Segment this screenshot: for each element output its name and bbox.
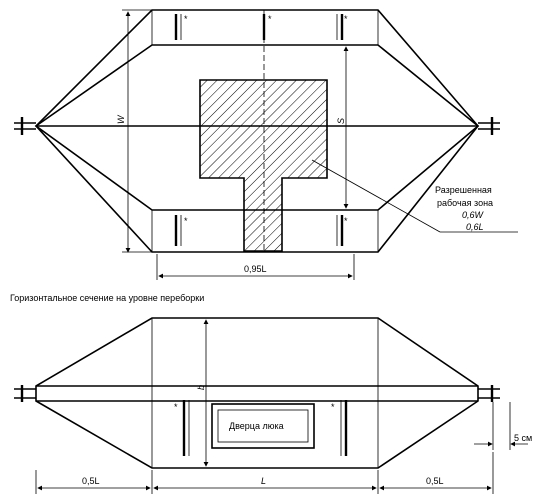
dim-bottom-length-label: 0,95L — [244, 264, 267, 274]
dim-right-end-label: 0,5L — [426, 476, 444, 486]
permitted-work-zone — [199, 79, 328, 252]
bay-mark: * — [331, 402, 335, 412]
zone-label-line1: Разрешенная — [435, 185, 492, 195]
bay-mark: * — [344, 14, 348, 24]
bay-mark: * — [268, 14, 272, 24]
bay-mark: * — [184, 216, 188, 226]
section-hull — [35, 317, 479, 469]
zone-label-line2: рабочая зона — [437, 198, 493, 208]
dim-work-height: S — [336, 46, 349, 209]
hatch-door-label: Дверца люка — [229, 421, 284, 431]
section-caption: Горизонтальное сечение на уровне перебор… — [10, 293, 204, 303]
dim-width-label: W — [116, 114, 126, 124]
dim-width: W — [116, 9, 152, 253]
dim-height-label: b — [196, 385, 206, 390]
dim-gap-label: 5 см — [514, 433, 532, 443]
zone-callout: Разрешенная рабочая зона 0,6W 0,6L — [311, 159, 518, 233]
dim-height: b — [196, 319, 209, 467]
bottom-view: * * Дверца люка b 5 см — [14, 317, 532, 494]
zone-label-line4: 0,6L — [466, 222, 484, 232]
dim-lengths: 0,5L L 0,5L — [35, 452, 494, 494]
bay-mark: * — [344, 216, 348, 226]
hatch-door: Дверца люка — [211, 403, 315, 449]
dim-center-label: L — [261, 476, 266, 486]
zone-label-line3: 0,6W — [462, 210, 485, 220]
dim-work-height-label: S — [336, 118, 346, 124]
top-view: * * * * * W S 0,95L — [14, 9, 518, 280]
dim-bottom-length: 0,95L — [156, 254, 355, 280]
bay-mark: * — [174, 402, 178, 412]
left-flange — [14, 117, 36, 135]
dim-gap: 5 см — [474, 402, 532, 450]
right-flange — [478, 117, 500, 135]
top-bay-marks: * * * * * — [174, 14, 348, 246]
bay-mark: * — [184, 14, 188, 24]
dim-left-end-label: 0,5L — [82, 476, 100, 486]
